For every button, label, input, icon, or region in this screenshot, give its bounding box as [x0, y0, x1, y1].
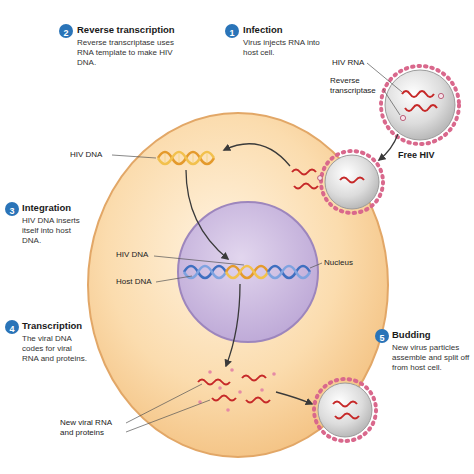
part-label: Free HIV — [398, 150, 435, 160]
viral-rna — [340, 178, 364, 183]
step-title: Integration — [22, 203, 71, 213]
new-rna — [212, 396, 236, 401]
infecting-virus — [325, 155, 379, 209]
viral-rna — [405, 105, 437, 111]
process-arrows — [186, 134, 398, 404]
host-dna-strand — [268, 266, 310, 278]
part-label: Nucleus — [324, 258, 353, 268]
reverse-transcriptase — [400, 115, 405, 120]
new-rna — [246, 398, 270, 403]
callout-number: 1 — [225, 24, 239, 38]
part-label: Host DNA — [116, 277, 152, 287]
viral-rna — [402, 91, 434, 97]
hiv-dna-strand — [226, 266, 268, 278]
step-description: New virus particles assemble and split o… — [392, 343, 470, 373]
step-title: Transcription — [22, 321, 82, 331]
reverse-transcriptase — [318, 176, 323, 181]
step-title: Infection — [243, 25, 283, 35]
hiv-dna-strand — [158, 152, 214, 164]
leader-lines — [112, 63, 402, 432]
new-rna — [198, 380, 230, 385]
part-label: HIV DNA — [116, 250, 148, 260]
viral-rna — [333, 402, 357, 407]
step-description: Reverse transcriptase uses RNA template … — [77, 38, 192, 68]
hiv-dna-strand — [226, 266, 268, 278]
free-virus — [385, 70, 455, 140]
reverse-transcriptase — [438, 93, 443, 98]
step-description: HIV DNA inserts itself into host DNA. — [22, 216, 80, 246]
callout-number-text: 5 — [379, 333, 384, 343]
budding-virus — [318, 383, 372, 437]
new-proteins — [198, 368, 276, 412]
virus-spikes — [381, 66, 459, 144]
released-rna — [292, 170, 316, 175]
callout-number-text: 4 — [9, 324, 14, 334]
new-rna — [242, 376, 266, 381]
dna-rungs — [165, 154, 207, 162]
host-dna-strand — [268, 266, 310, 278]
viral-rna — [335, 414, 359, 419]
callout-number: 3 — [5, 202, 19, 216]
part-label: New viral RNA and proteins — [60, 418, 124, 438]
step-title: Reverse transcription — [77, 25, 175, 35]
callout-number: 2 — [59, 24, 73, 38]
released-rna — [294, 184, 318, 189]
virus-spikes — [314, 379, 376, 441]
callout-number: 4 — [5, 320, 19, 334]
callout-number-text: 2 — [63, 28, 68, 38]
part-label: HIV DNA — [70, 150, 102, 160]
virus-spikes — [321, 151, 383, 213]
callout-number-text: 3 — [9, 206, 14, 216]
step-description: Virus injects RNA into host cell. — [243, 38, 325, 58]
step-title: Budding — [392, 330, 431, 340]
hiv-dna-strand — [158, 152, 214, 164]
step-description: The viral DNA codes for viral RNA and pr… — [22, 334, 88, 364]
part-label: Reverse transcriptase — [330, 76, 386, 96]
host-cell — [88, 113, 388, 457]
nucleus — [178, 202, 318, 342]
part-label: HIV RNA — [332, 58, 364, 68]
callout-number-text: 1 — [229, 28, 234, 38]
callout-number: 5 — [375, 329, 389, 343]
